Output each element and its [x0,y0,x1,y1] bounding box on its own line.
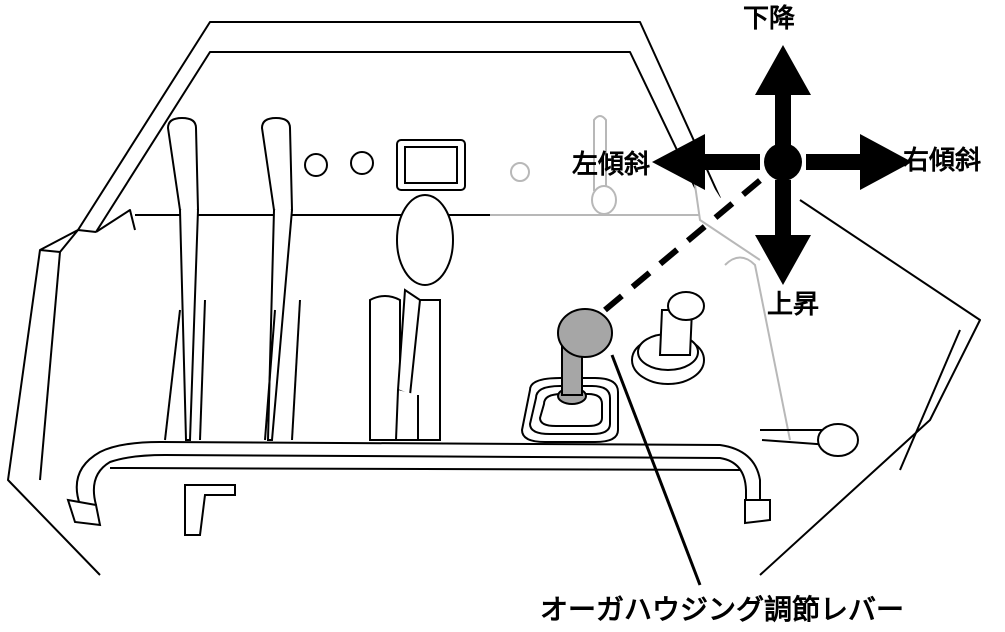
center-lever [369,194,454,441]
label-up: 上昇 [767,290,820,320]
auger-housing-lever [520,308,619,443]
cabin-frame [7,21,981,576]
display-screen [396,139,466,191]
lever-left-2 [260,116,301,441]
label-auger-housing-lever: オーガハウジング調節レバー [540,593,905,626]
handrail [66,440,771,536]
pivot-dot [764,143,802,181]
right-joystick [631,291,705,385]
label-left-tilt: 左傾斜 [572,150,651,180]
label-right-tilt: 右傾斜 [903,146,982,176]
direction-cross [652,45,912,285]
arrow-right-icon [806,134,912,190]
faded-background-parts [510,115,791,441]
arrow-up-icon [755,45,811,150]
lever-left-1 [164,116,206,441]
right-side-levers [760,423,859,457]
label-down: 下降 [743,4,796,34]
arrow-down-icon [755,180,811,285]
indicator-lights [304,151,374,177]
leader-line [610,354,702,586]
arrow-left-icon [652,134,760,190]
